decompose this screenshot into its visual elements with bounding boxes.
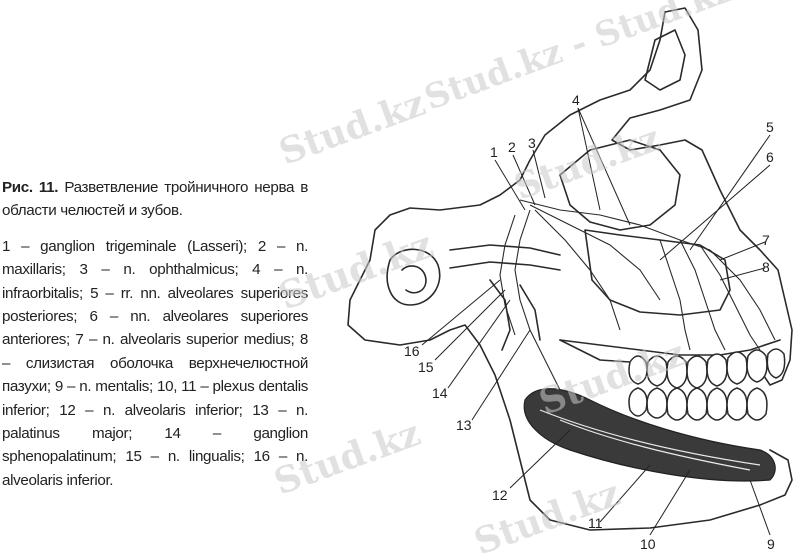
label-14: 14 bbox=[432, 385, 448, 401]
label-10: 10 bbox=[640, 536, 656, 552]
label-15: 15 bbox=[418, 359, 434, 375]
figure-title: Разветвление тройничного нерва в области… bbox=[2, 179, 309, 220]
figure-label: Рис. 11. bbox=[2, 179, 59, 196]
label-6: 6 bbox=[766, 149, 774, 165]
label-1: 1 bbox=[490, 144, 498, 160]
label-11: 11 bbox=[588, 515, 603, 531]
label-8: 8 bbox=[762, 259, 770, 275]
label-9: 9 bbox=[767, 536, 775, 552]
label-12: 12 bbox=[492, 487, 508, 503]
label-16: 16 bbox=[404, 343, 420, 359]
label-5: 5 bbox=[766, 119, 774, 135]
figure-legend: 1 – ganglion trigeminale (Lasseri); 2 – … bbox=[2, 237, 308, 489]
skull-jaw-drawing: 1 2 3 4 5 6 7 8 9 10 11 12 13 14 15 16 bbox=[347, 7, 793, 552]
label-4: 4 bbox=[572, 92, 580, 108]
label-3: 3 bbox=[528, 135, 536, 151]
figure-caption: Рис. 11. Разветвление тройничного нерва … bbox=[2, 176, 308, 492]
caption-title-line: Рис. 11. Разветвление тройничного нерва … bbox=[2, 176, 308, 223]
label-2: 2 bbox=[508, 139, 516, 155]
label-7: 7 bbox=[762, 232, 770, 248]
label-13: 13 bbox=[456, 417, 472, 433]
anatomical-illustration: 1 2 3 4 5 6 7 8 9 10 11 12 13 14 15 16 bbox=[330, 0, 800, 559]
